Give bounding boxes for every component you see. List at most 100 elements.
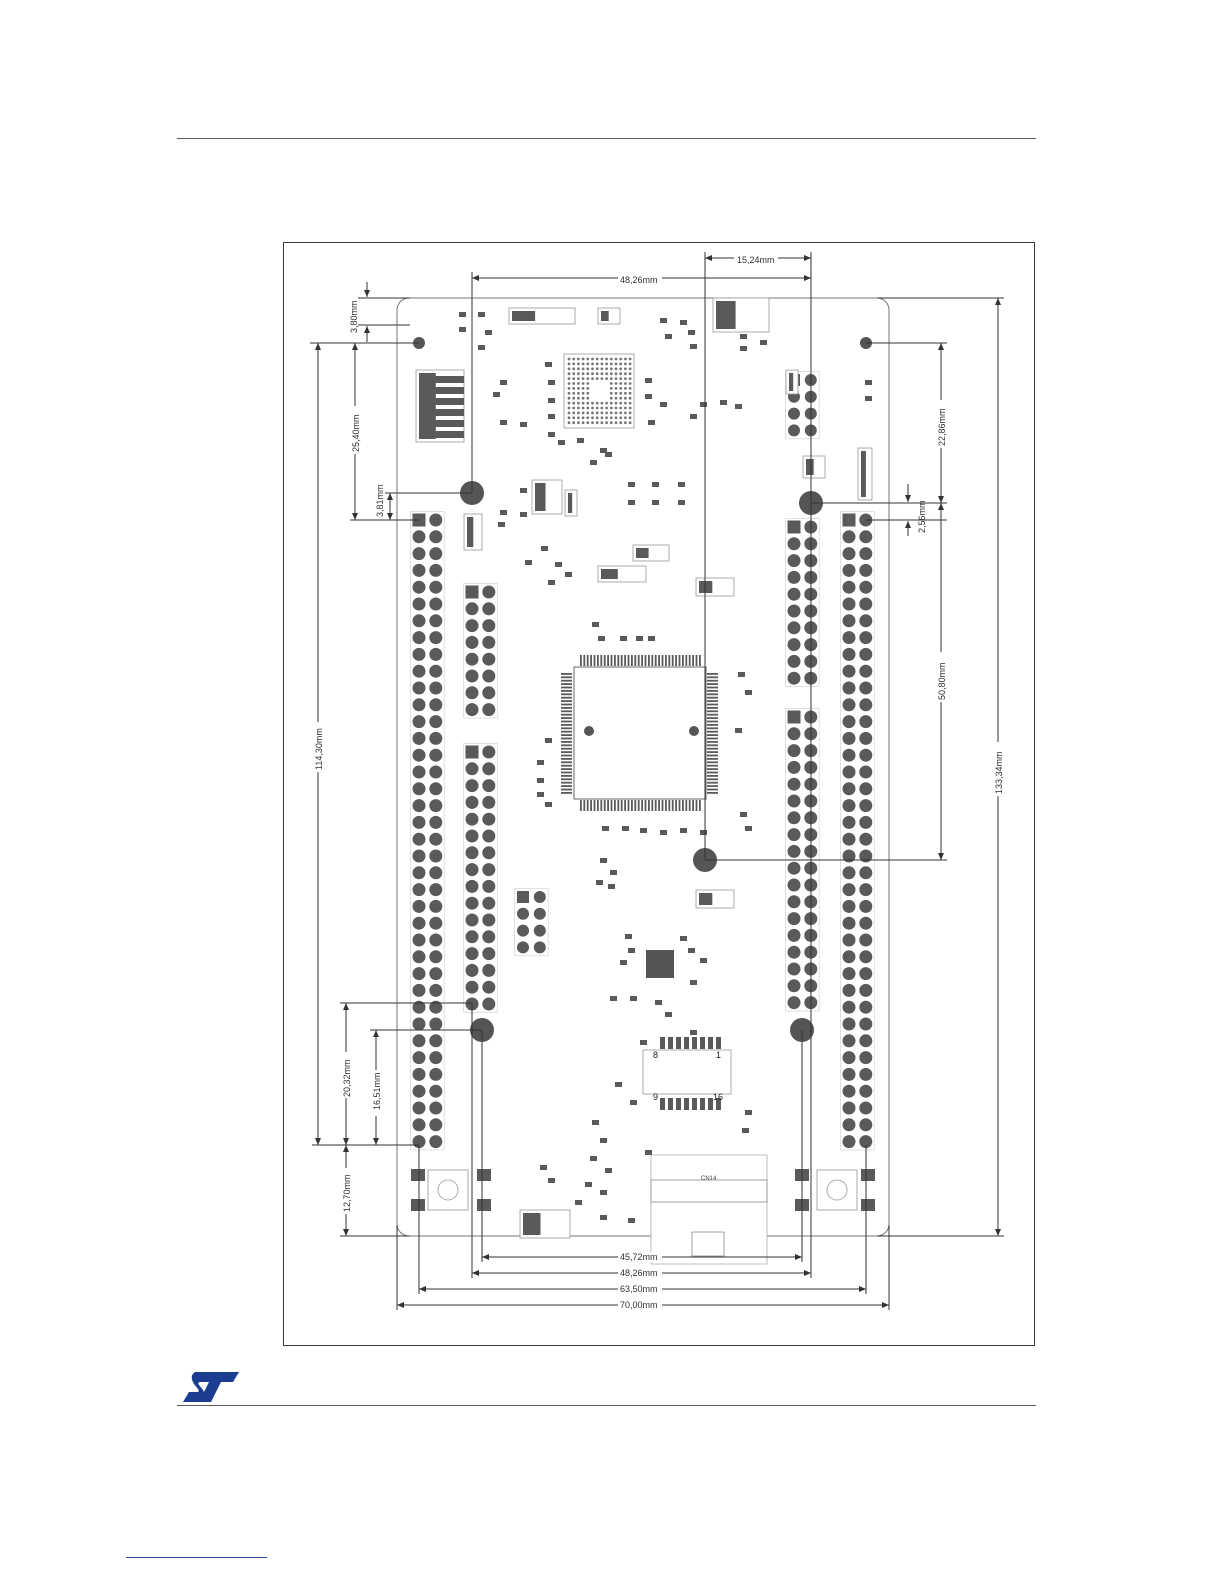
smd-component [678, 482, 685, 487]
header-pin [482, 779, 495, 792]
header-pin [482, 998, 495, 1011]
header-pin [429, 665, 442, 678]
dim-left-114-30: 114,30mm [314, 728, 324, 770]
header-pin [482, 670, 495, 683]
header-pin [534, 891, 546, 903]
smd-component [596, 880, 603, 885]
dim-top-15-24: 15,24mm [737, 255, 775, 265]
header-pin [429, 598, 442, 611]
smd-component [625, 934, 632, 939]
header-pin [429, 581, 442, 594]
header-pin [482, 897, 495, 910]
header-pin [843, 682, 856, 695]
footer-rule [177, 1405, 1036, 1406]
header-pin [788, 811, 801, 824]
header-pin [429, 514, 442, 527]
smd-component [660, 830, 667, 835]
header-pin [788, 521, 801, 534]
header-pin [466, 914, 479, 927]
header-pin [859, 1001, 872, 1014]
header-pin [859, 816, 872, 829]
smd-component [478, 312, 485, 317]
smd-component [500, 420, 507, 425]
smd-component [645, 378, 652, 383]
smd-component [740, 812, 747, 817]
header-pin [843, 967, 856, 980]
smd-component [541, 546, 548, 551]
header-pin [843, 1102, 856, 1115]
header-pin [843, 816, 856, 829]
header-small [515, 889, 549, 956]
smd-component [537, 778, 544, 783]
header-pin [482, 703, 495, 716]
header-left-outer [411, 512, 445, 1150]
header-pin [859, 648, 872, 661]
header-pin [788, 963, 801, 976]
smd-component [598, 636, 605, 641]
header-pin [429, 866, 442, 879]
smd-component [548, 398, 555, 403]
header-pin [859, 766, 872, 779]
dim-left-25-40: 25,40mm [351, 414, 361, 452]
header-pin [482, 653, 495, 666]
smd-component [459, 312, 466, 317]
header-pin [534, 941, 546, 953]
smd-component [640, 828, 647, 833]
header-pin [466, 830, 479, 843]
smd-component [628, 482, 635, 487]
header-pin [788, 912, 801, 925]
header-pin [482, 846, 495, 859]
header-pin [429, 1135, 442, 1148]
header-pin [429, 1085, 442, 1098]
header-pin [466, 897, 479, 910]
switch-pad [411, 1199, 425, 1211]
header-pin [788, 655, 801, 668]
smd-component [740, 334, 747, 339]
header-pin [429, 967, 442, 980]
smd-component [645, 394, 652, 399]
smd-component [742, 1128, 749, 1133]
header-pin [788, 621, 801, 634]
header-pin [429, 950, 442, 963]
header-pin [788, 979, 801, 992]
dim-left-20-32: 20,32mm [342, 1059, 352, 1097]
header-pin [843, 1018, 856, 1031]
smd-component [678, 500, 685, 505]
header-pin [788, 727, 801, 740]
header-pin [413, 799, 426, 812]
header-pin [413, 934, 426, 947]
smd-component [745, 826, 752, 831]
header-pin [859, 1118, 872, 1131]
header-pin [788, 879, 801, 892]
header-pin [466, 703, 479, 716]
header-pin [859, 732, 872, 745]
smd-component [498, 522, 505, 527]
header-pin [429, 547, 442, 560]
smd-component [548, 414, 555, 419]
smd-component [760, 340, 767, 345]
header-pin [429, 917, 442, 930]
header-pin [788, 711, 801, 724]
header-pin [843, 1051, 856, 1064]
header-pin [466, 762, 479, 775]
header-pin [843, 715, 856, 728]
header-pin [859, 665, 872, 678]
smd-component [700, 402, 707, 407]
header-pin [466, 746, 479, 759]
header-pin [466, 686, 479, 699]
header-pin [788, 778, 801, 791]
header-pin [859, 984, 872, 997]
header-pin [482, 762, 495, 775]
smd-component [680, 936, 687, 941]
header-pin [429, 1102, 442, 1115]
header-pin [843, 766, 856, 779]
header-pin [859, 698, 872, 711]
footnote-rule [126, 1557, 267, 1558]
header-pin [429, 1068, 442, 1081]
header-pin [466, 670, 479, 683]
header-pin [843, 631, 856, 644]
smd-component [690, 414, 697, 419]
smd-component [493, 392, 500, 397]
smd-component [652, 500, 659, 505]
smd-component [660, 318, 667, 323]
